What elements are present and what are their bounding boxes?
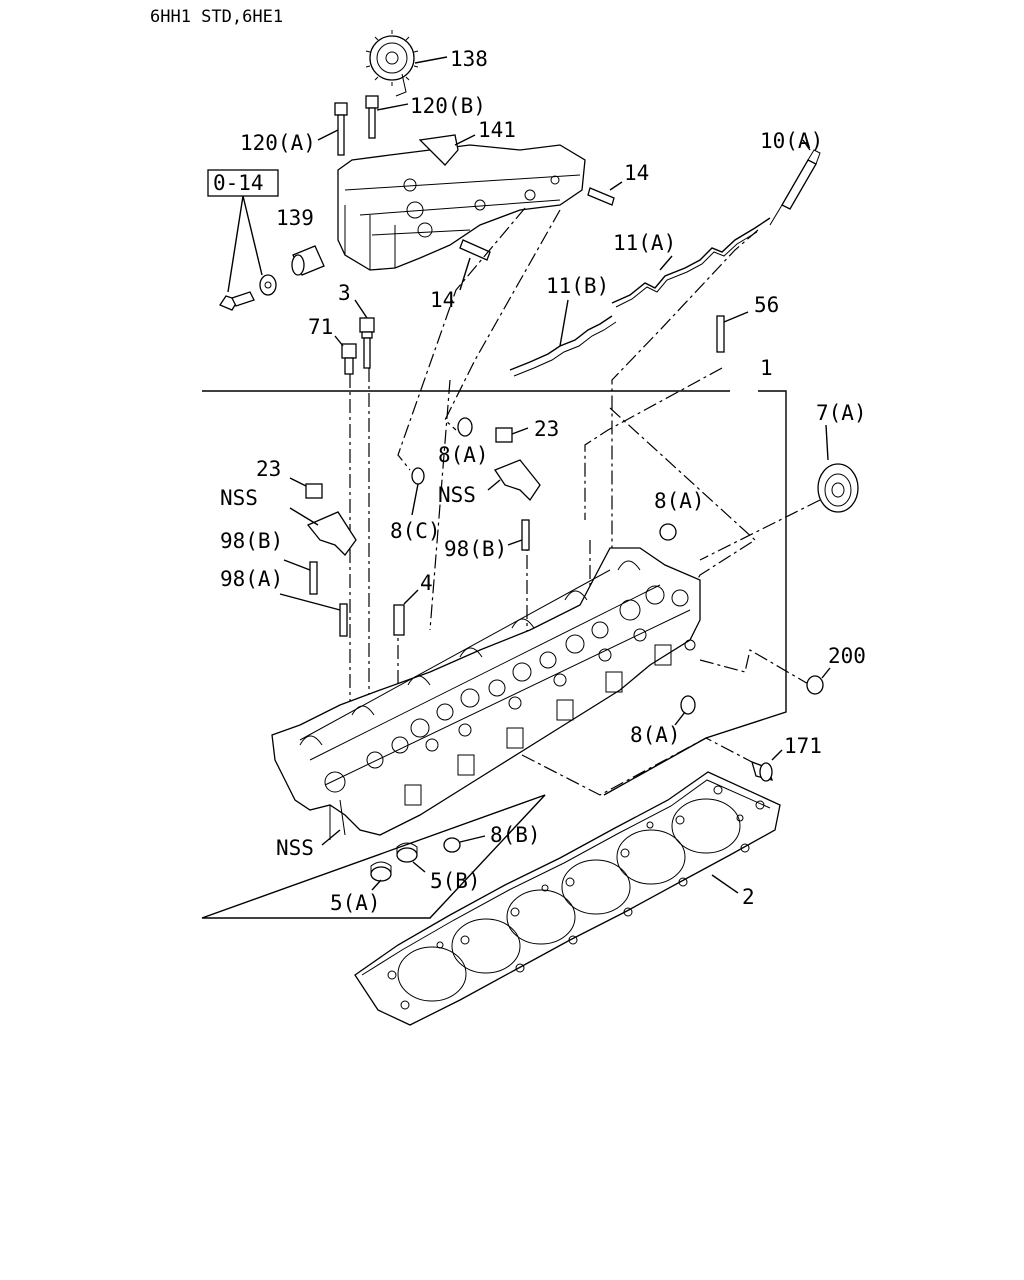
callout-139: 139 — [276, 206, 314, 230]
seat-5b — [396, 842, 418, 863]
head-gasket — [354, 771, 781, 1026]
stud-14-upper — [587, 187, 615, 206]
callout-98b-left: 98(B) — [220, 529, 283, 553]
callout-11b: 11(B) — [546, 274, 609, 298]
callout-120b: 120(B) — [410, 94, 486, 118]
callout-2: 2 — [742, 885, 755, 909]
cylinder-head — [271, 547, 701, 840]
callout-8c: 8(C) — [390, 519, 441, 543]
callout-23-center: 23 — [534, 417, 559, 441]
callout-3: 3 — [338, 281, 351, 305]
bolt-120a — [334, 102, 348, 156]
callout-171: 171 — [784, 734, 822, 758]
nut-23-center — [495, 427, 513, 443]
callout-23-left: 23 — [256, 457, 281, 481]
stud-98b-center — [521, 519, 530, 551]
plug-8a-right — [659, 523, 677, 541]
cap-nss-center — [494, 459, 541, 502]
pipe-11b — [509, 315, 613, 371]
model-header: 6HH1 STD,6HE1 — [150, 7, 283, 27]
dowel-4 — [393, 604, 405, 636]
stud-98a — [339, 603, 348, 637]
callout-98b-center: 98(B) — [444, 537, 507, 561]
ring-200 — [806, 675, 824, 695]
plug-171 — [751, 760, 773, 782]
bolt-120b — [365, 95, 379, 139]
stud-98b-left — [309, 561, 318, 595]
callout-7a: 7(A) — [816, 401, 867, 425]
plug-8a-lower — [680, 695, 696, 715]
callout-10a: 10(A) — [760, 129, 823, 153]
gear-138 — [365, 30, 419, 97]
callout-200: 200 — [828, 644, 866, 668]
seal-7a — [817, 463, 859, 513]
callout-14-mid: 14 — [430, 288, 455, 312]
callout-8b: 8(B) — [490, 823, 541, 847]
cam-plug-141 — [418, 134, 459, 166]
bolt-3 — [359, 317, 375, 369]
callout-nss-lower: NSS — [276, 836, 314, 860]
glow-plug-10a — [769, 149, 821, 226]
callout-138: 138 — [450, 47, 488, 71]
callout-71: 71 — [308, 315, 333, 339]
callout-8a-lower: 8(A) — [630, 723, 681, 747]
plug-8c — [411, 467, 425, 485]
callout-8a-top: 8(A) — [438, 443, 489, 467]
callout-11a: 11(A) — [613, 231, 676, 255]
callout-1: 1 — [760, 356, 773, 380]
callout-nss-center: NSS — [438, 483, 476, 507]
callout-4: 4 — [420, 571, 433, 595]
callout-141: 141 — [478, 118, 516, 142]
stud-56 — [716, 315, 725, 353]
callout-98a: 98(A) — [220, 567, 283, 591]
assembly-frame — [201, 390, 787, 919]
plug-8b — [443, 837, 461, 853]
stud-14-lower — [459, 239, 491, 261]
callout-0-14: 0-14 — [213, 171, 264, 195]
pipe-11a — [611, 217, 771, 304]
seat-5a — [370, 861, 392, 882]
callout-nss-left: NSS — [220, 486, 258, 510]
nut-23-left — [305, 483, 323, 499]
callout-56: 56 — [754, 293, 779, 317]
callout-120a: 120(A) — [240, 131, 316, 155]
callout-8a-right: 8(A) — [654, 489, 705, 513]
plug-8a-top — [457, 417, 473, 437]
kit-0-14: 0-14 — [207, 169, 279, 311]
camshaft-housing — [337, 144, 586, 271]
plug-139 — [291, 245, 325, 276]
cap-nss-left — [306, 511, 357, 556]
bolt-71 — [341, 343, 357, 375]
callout-5a: 5(A) — [330, 891, 381, 915]
callout-14-top: 14 — [624, 161, 649, 185]
callout-5b: 5(B) — [430, 869, 481, 893]
